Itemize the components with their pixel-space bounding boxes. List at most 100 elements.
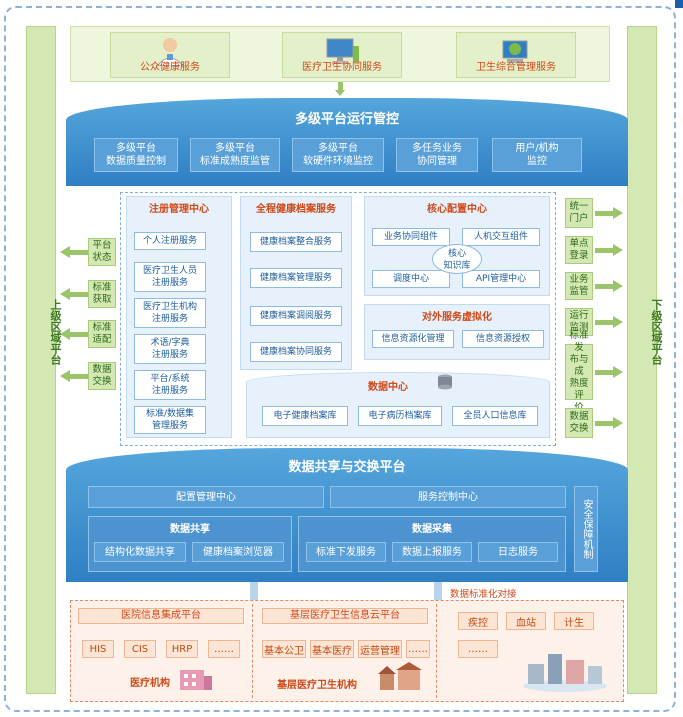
bottom-divider-1	[252, 604, 253, 698]
upper-platform-bar: 上级区域平台	[26, 26, 62, 694]
public-cdc[interactable]: 疾控	[458, 612, 498, 630]
share-browser[interactable]: 健康档案浏览器	[192, 542, 284, 562]
left-btn-status[interactable]: 平台状态	[88, 238, 116, 266]
right-btn-portal[interactable]: 统一门户	[565, 198, 593, 228]
hospital-building-icon	[180, 670, 212, 690]
external-item-resource[interactable]: 信息资源化管理	[372, 330, 454, 348]
hospital-label: 医疗机构	[130, 678, 170, 689]
registry-item-standard[interactable]: 标准/数据集管理服务	[134, 406, 206, 434]
multi-box-standard[interactable]: 多级平台标准成熟度监管	[190, 138, 280, 172]
upper-platform-label: 上级区域平台	[49, 299, 62, 365]
ehr-item-collab[interactable]: 健康档案协同服务	[250, 342, 342, 362]
std-interface-label: 数据标准化对接	[450, 589, 517, 600]
ehr-item-manage[interactable]: 健康档案管理服务	[250, 268, 342, 288]
registry-item-staff[interactable]: 医疗卫生人员注册服务	[134, 262, 206, 292]
external-item-auth[interactable]: 信息资源授权	[462, 330, 544, 348]
core-knowledge-base[interactable]: 核心知识库	[432, 244, 482, 274]
data-center-title: 数据中心	[368, 382, 408, 393]
registry-title: 注册管理中心	[149, 204, 209, 215]
database-icon	[438, 374, 452, 390]
medical-collab-service[interactable]: 医疗卫生协同服务	[282, 32, 402, 78]
right-btn-supervise[interactable]: 业务监管	[565, 272, 593, 300]
right-btn-monitor[interactable]: 运行监测	[565, 308, 593, 336]
left-btn-get[interactable]: 标准获取	[88, 280, 116, 308]
exchange-title: 数据共享与交换平台	[288, 460, 406, 475]
core-item-api[interactable]: API管理中心	[462, 270, 540, 288]
data-center-population[interactable]: 全员人口信息库	[452, 406, 538, 426]
registry-item-org[interactable]: 医疗卫生机构注册服务	[134, 298, 206, 328]
exchange-security[interactable]: 安全保障机制	[574, 486, 598, 572]
hospital-more[interactable]: ……	[208, 640, 240, 658]
primary-operation[interactable]: 运营管理	[358, 640, 402, 658]
collect-title: 数据采集	[412, 524, 452, 535]
link-arrow-left	[250, 582, 258, 602]
lower-platform-bar: 下级区域平台	[627, 26, 663, 694]
globe-monitor-icon	[502, 40, 528, 63]
right-arrow-2	[595, 244, 623, 256]
right-arrow-5	[595, 366, 623, 378]
collect-std-distribute[interactable]: 标准下发服务	[306, 542, 386, 562]
multi-box-task[interactable]: 多任务业务协同管理	[396, 138, 478, 172]
corner-tag	[675, 0, 683, 8]
left-arrow-1	[60, 246, 88, 258]
share-structured[interactable]: 结构化数据共享	[94, 542, 186, 562]
city-buildings-icon	[523, 654, 607, 692]
hospital-cis[interactable]: CIS	[124, 640, 156, 658]
health-admin-label: 卫生综合管理服务	[476, 62, 556, 73]
right-btn-standard-eval[interactable]: 标准发布与成熟度评价	[565, 330, 593, 413]
collect-report[interactable]: 数据上报服务	[392, 542, 472, 562]
data-center-ehr[interactable]: 电子健康档案库	[262, 406, 348, 426]
public-health-service[interactable]: 公众健康服务	[110, 32, 230, 78]
left-btn-exchange[interactable]: 数据交换	[88, 362, 116, 390]
outer-frame	[4, 6, 676, 712]
primary-more[interactable]: ……	[406, 640, 430, 658]
core-config-title: 核心配置中心	[427, 204, 487, 215]
external-title: 对外服务虚拟化	[422, 312, 492, 323]
ehr-title: 全程健康档案服务	[256, 204, 336, 215]
primary-label: 基层医疗卫生机构	[277, 680, 357, 691]
registry-item-platform[interactable]: 平台/系统注册服务	[134, 370, 206, 400]
left-btn-adapt[interactable]: 标准适配	[88, 320, 116, 348]
exchange-control[interactable]: 服务控制中心	[330, 486, 566, 508]
right-arrow-1	[595, 207, 623, 219]
core-item-hci[interactable]: 人机交互组件	[462, 228, 540, 246]
computer-icon	[326, 38, 359, 64]
right-arrow-4	[595, 316, 623, 328]
public-family-planning[interactable]: 计生	[554, 612, 594, 630]
public-blood[interactable]: 血站	[506, 612, 546, 630]
lower-platform-label: 下级区域平台	[650, 299, 663, 365]
multi-box-quality[interactable]: 多级平台数据质量控制	[94, 138, 178, 172]
link-arrow-right	[434, 582, 442, 602]
right-arrow-3	[595, 280, 623, 292]
bottom-divider-2	[436, 604, 437, 698]
data-center-emr[interactable]: 电子病历档案库	[358, 406, 442, 426]
hospital-hrp[interactable]: HRP	[166, 640, 198, 658]
public-more[interactable]: ……	[458, 640, 498, 658]
primary-basic-medical[interactable]: 基本医疗	[310, 640, 354, 658]
health-admin-service[interactable]: 卫生综合管理服务	[456, 32, 576, 78]
collect-log[interactable]: 日志服务	[478, 542, 558, 562]
left-arrow-3	[60, 328, 88, 340]
left-arrow-2	[60, 288, 88, 300]
exchange-config[interactable]: 配置管理中心	[88, 486, 324, 508]
down-arrow-top	[335, 82, 345, 96]
primary-public-health[interactable]: 基本公卫	[262, 640, 306, 658]
clinic-buildings-icon	[378, 662, 422, 690]
multi-box-user[interactable]: 用户/机构监控	[492, 138, 582, 172]
left-arrow-4	[60, 370, 88, 382]
share-title: 数据共享	[170, 524, 210, 535]
right-btn-sso[interactable]: 单点登录	[565, 236, 593, 264]
hospital-platform: 医院信息集成平台	[78, 608, 244, 624]
core-item-schedule[interactable]: 调度中心	[372, 270, 450, 288]
registry-item-term[interactable]: 术语/字典注册服务	[134, 334, 206, 364]
core-item-collab[interactable]: 业务协同组件	[372, 228, 450, 246]
registry-item-personal[interactable]: 个人注册服务	[134, 232, 206, 250]
multi-box-env[interactable]: 多级平台软硬件环境监控	[292, 138, 384, 172]
right-btn-exchange[interactable]: 数据交换	[565, 408, 593, 438]
multi-platform-title: 多级平台运行管控	[294, 112, 399, 127]
ehr-item-integrate[interactable]: 健康档案整合服务	[250, 232, 342, 252]
hospital-his[interactable]: HIS	[82, 640, 114, 658]
ehr-item-browse[interactable]: 健康档案调阅服务	[250, 306, 342, 326]
right-arrow-6	[595, 417, 623, 429]
primary-platform: 基层医疗卫生信息云平台	[262, 608, 428, 624]
